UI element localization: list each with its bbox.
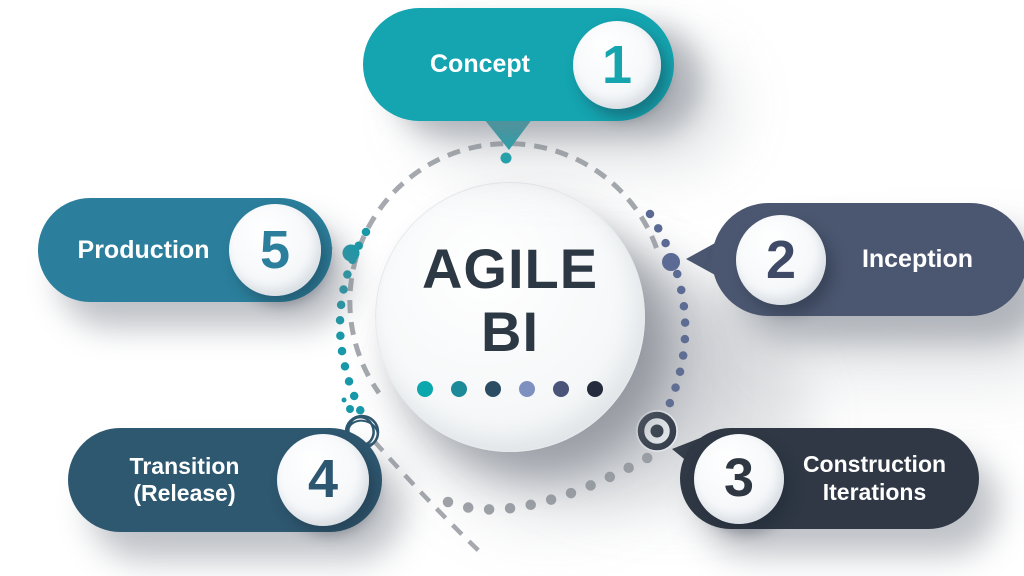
stage-bubble-concept: Concept 1 [363, 8, 674, 121]
center-title: AGILE BI [422, 237, 598, 364]
progress-dot [417, 381, 433, 398]
progress-dots [417, 381, 603, 398]
teal-arc-accent-dot [342, 244, 360, 262]
dashed-circle [347, 141, 659, 395]
stage-label: Production [77, 235, 210, 264]
gray-dotted-arc [442, 446, 664, 515]
progress-dot [485, 381, 501, 398]
progress-dot [553, 381, 569, 398]
stage-number-badge: 5 [229, 204, 321, 296]
stage-number-badge: 4 [277, 434, 369, 526]
progress-dot [587, 381, 603, 398]
stage-label: Concept [430, 50, 530, 78]
stage-number: 2 [765, 229, 797, 290]
stage-number: 1 [601, 34, 633, 95]
stage-number-badge: 3 [694, 433, 784, 524]
stage-number-badge: 2 [736, 214, 826, 305]
progress-dot [519, 381, 535, 398]
center-title-line2: BI [481, 300, 539, 363]
stage-number: 3 [723, 447, 755, 508]
concept-tail [480, 114, 536, 150]
center-title-line1: AGILE [421, 236, 599, 300]
blue-dotted-arc [645, 209, 690, 429]
blue-arc-accent-dot [662, 253, 680, 271]
dashed-arc-bottom-left [372, 439, 483, 555]
stage-bubble-inception: 2 Inception [712, 203, 1024, 316]
stage-number-badge: 1 [573, 20, 661, 109]
stage-label: Inception [861, 245, 974, 273]
teal-dotted-arc [335, 227, 371, 423]
stage-label: Transition (Release) [129, 452, 240, 506]
stage-number: 4 [307, 449, 339, 510]
scribble-mini-dot [346, 405, 354, 413]
target-icon [636, 410, 678, 452]
stage-bubble-production: Production 5 [38, 198, 332, 302]
concept-tail-dot [500, 152, 512, 164]
stage-bubble-construction-iterations: 3 Construction Iterations [680, 428, 979, 529]
center-circle: AGILE BI [375, 182, 645, 452]
stage-number: 5 [259, 220, 291, 280]
progress-dot [451, 381, 467, 398]
stage-label: Construction Iterations [802, 451, 947, 505]
scribble-mini-dot-2 [341, 397, 347, 403]
stage-bubble-transition-release: Transition (Release) 4 [68, 428, 382, 532]
